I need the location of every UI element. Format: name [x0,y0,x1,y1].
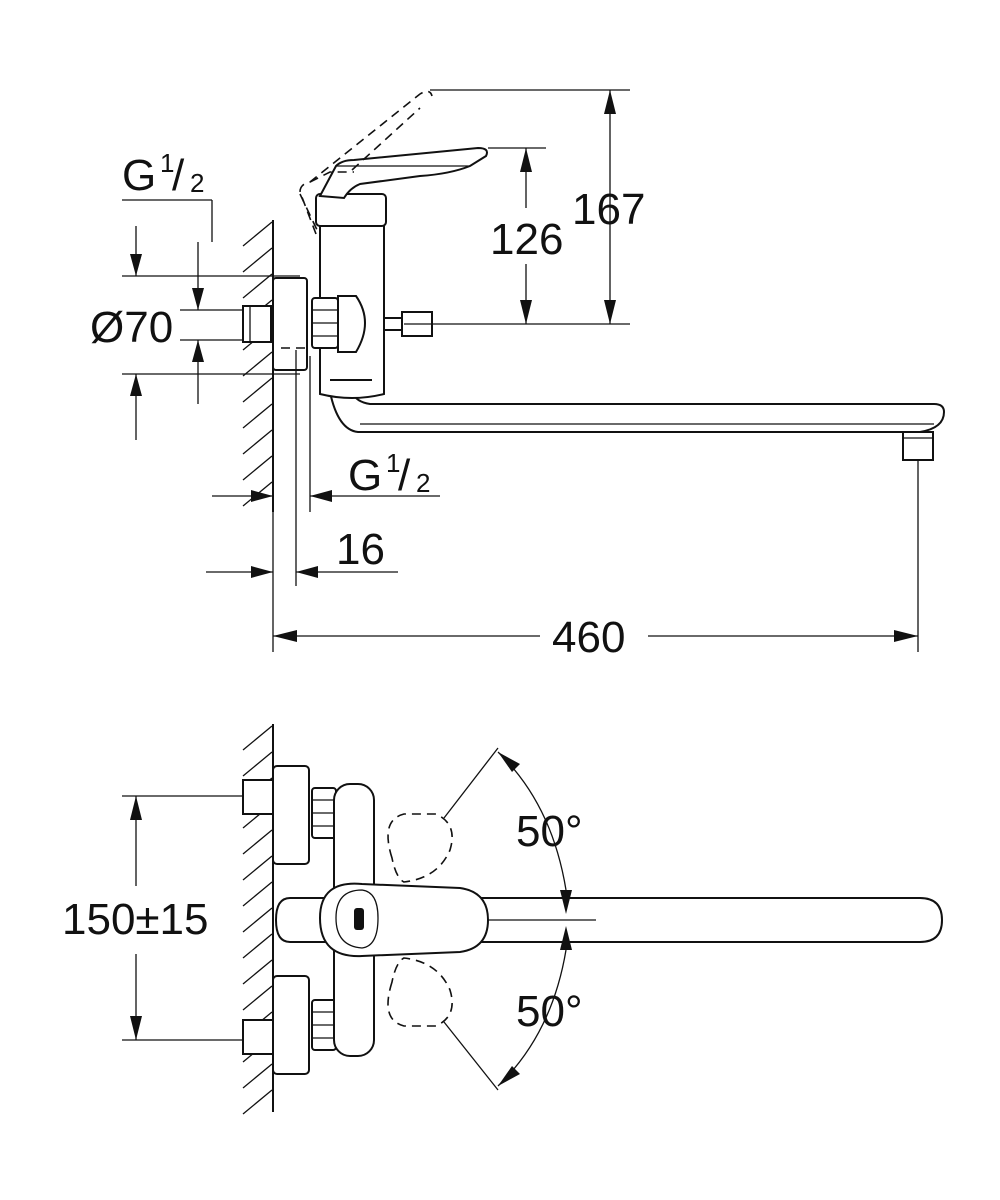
spacing-dimension [122,795,243,1041]
thread-top-sup: 1 [160,148,174,178]
thread-bottom-slash: / [398,451,411,500]
thread-bottom-dimension [206,350,440,586]
spout [328,391,946,433]
thread-bottom-sub: 2 [416,468,430,498]
thread-bottom-sup: 1 [386,448,400,478]
top-view-rosette-lower [272,975,310,1075]
dimension-126: 126 [490,215,563,264]
wall-hatching-side [242,220,274,512]
dimension-167: 167 [572,185,645,234]
length-dimension [272,460,919,652]
indicator-mark [354,908,364,930]
top-view-lever-dashed [387,813,453,1027]
top-view-rosette-upper [272,765,310,865]
angle-upper-50: 50° [516,807,583,856]
aerator [902,431,934,461]
top-view-connector-lower [242,1019,274,1055]
wall-rosette [272,277,308,371]
lever-raised-position [299,90,433,235]
eccentric-connector [337,295,366,353]
lever-handle [318,146,488,200]
thread-top-sub: 2 [190,168,204,198]
thread-top-dimension [122,199,300,440]
dimension-460: 460 [552,613,625,662]
top-view: 150±15 50° 50° [62,724,944,1115]
thread-bottom-label: G [348,451,382,500]
dimension-diameter-70: Ø70 [90,303,173,352]
height-dimensions [404,89,630,325]
thread-top-slash: / [172,151,185,200]
dimension-150-15: 150±15 [62,895,209,944]
angle-dimensions [443,747,596,1091]
dimension-16: 16 [336,525,385,574]
top-view-connector-upper [242,779,274,815]
top-view-lever-cap [335,889,379,949]
side-view: 126 167 G 1 / 2 Ø70 [90,89,946,662]
cartridge-housing [315,193,387,227]
wall-connector [242,305,272,343]
angle-lower-50: 50° [516,987,583,1036]
thread-top-label: G [122,151,156,200]
